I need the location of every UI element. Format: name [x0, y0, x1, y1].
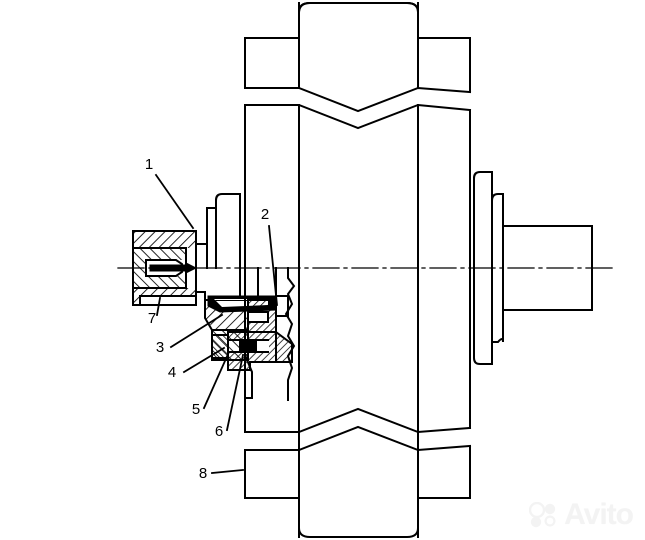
- callout-label-3: 3: [156, 339, 164, 356]
- leader-3: [169, 313, 224, 349]
- leader-6: [225, 353, 245, 432]
- callout-label-6: 6: [215, 423, 223, 440]
- callout-label-7: 7: [148, 310, 156, 327]
- callout-label-2: 2: [261, 206, 269, 223]
- callout-label-5: 5: [192, 401, 200, 418]
- hub-inner-wall-break: [284, 267, 296, 401]
- right-hub-housing-upper: [469, 171, 504, 269]
- right-hub-housing-lower: [469, 267, 504, 365]
- break-line-lower-1: [244, 407, 472, 434]
- shaft-stub-right-lower: [502, 267, 593, 311]
- break-line-upper-2: [244, 103, 472, 130]
- leader-2: [268, 225, 278, 306]
- leader-1: [154, 173, 195, 230]
- shaft-stub-right-upper: [502, 225, 593, 269]
- retainer-nut-hatch: [213, 333, 275, 369]
- left-hub-housing-upper: [206, 184, 246, 269]
- wheel-top-right-flange: [417, 37, 471, 93]
- wheel-bottom-center-tread: [297, 526, 420, 538]
- taper-transition: [274, 295, 293, 363]
- cap-to-hub-neck: [195, 243, 208, 301]
- leader-7: [155, 296, 162, 317]
- bearing-outer-race-hatch: [249, 301, 275, 331]
- break-line-upper-1: [244, 86, 472, 113]
- taper-transition-hatch: [277, 333, 291, 361]
- wheel-top-left-flange: [244, 37, 300, 89]
- left-hub-housing-lower: [239, 267, 246, 301]
- leader-5: [202, 350, 231, 410]
- callout-label-8: 8: [199, 465, 207, 482]
- leader-8: [211, 469, 244, 474]
- callout-leaders: [154, 173, 278, 474]
- break-line-lower-2: [244, 425, 472, 452]
- callout-label-1: 1: [145, 156, 153, 173]
- hub-lower-shelf: [243, 299, 253, 399]
- callout-label-4: 4: [168, 364, 176, 381]
- leader-4: [182, 346, 226, 374]
- callout-labels: 1 2 3 4 5 6 7 8: [145, 156, 269, 482]
- wheel-top-center-tread: [297, 2, 419, 89]
